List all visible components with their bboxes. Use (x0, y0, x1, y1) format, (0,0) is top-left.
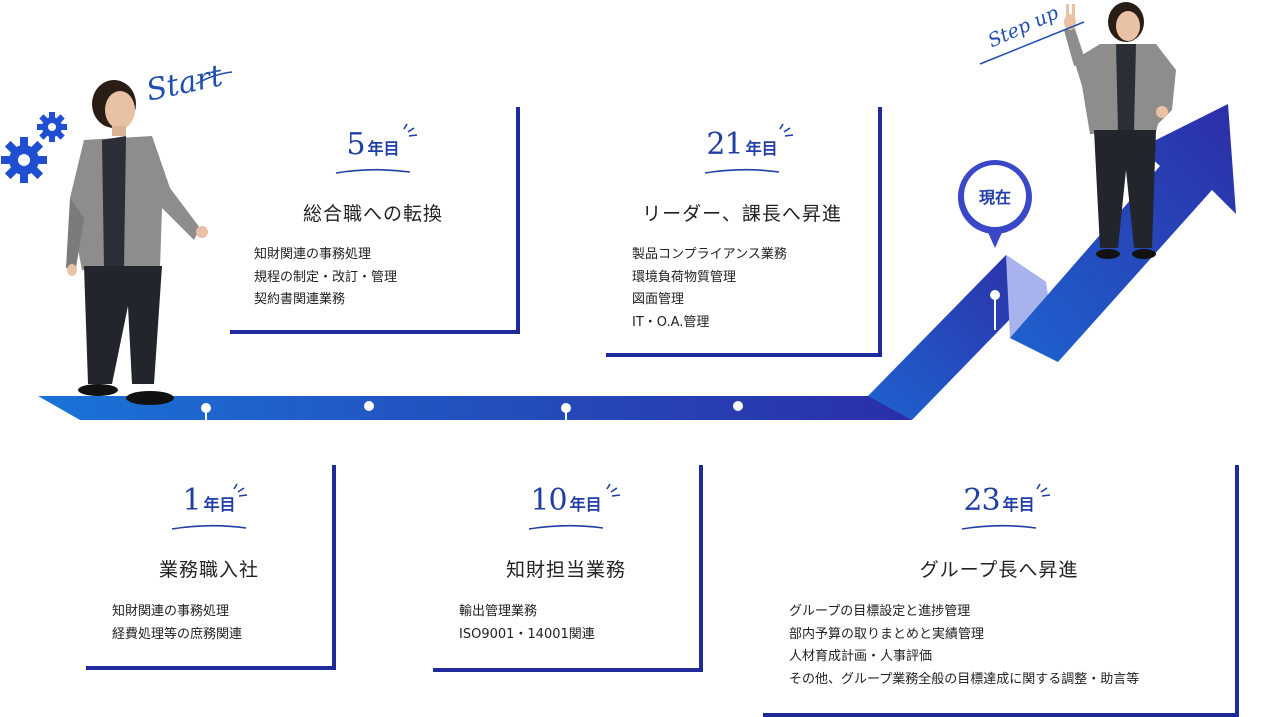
task-item: 経費処理等の庶務関連 (112, 626, 243, 642)
task-item: 知財関連の事務処理 (254, 247, 372, 262)
task-item: IT・O.A.管理 (632, 314, 710, 330)
milestone-title: 知財担当業務 (505, 559, 626, 581)
milestone-title: 業務職入社 (158, 559, 259, 581)
rising-ramp (868, 255, 1046, 420)
task-item: 輸出管理業務 (459, 604, 538, 619)
current-position-badge: 現在 (956, 158, 1034, 248)
task-item: その他、グループ業務全般の目標達成に関する調整・助言等 (789, 671, 1140, 687)
sparkle-icon (403, 123, 418, 137)
timeline-marker-21 (733, 401, 743, 411)
step-up-underline (979, 21, 1085, 65)
growth-arrow (1010, 104, 1236, 362)
milestone-tasks: 知財関連の事務処理 規程の制定・改訂・管理 契約書関連業務 (254, 244, 397, 312)
gears-icon (1, 112, 67, 183)
timeline-road (38, 396, 912, 420)
current-position-label: 現在 (978, 188, 1011, 207)
milestone-tasks: 輸出管理業務 ISO9001・14001関連 (459, 601, 595, 646)
task-item: 図面管理 (632, 292, 685, 307)
sparkle-icon (779, 123, 794, 137)
milestone-tasks: グループの目標設定と進捗管理 部内予算の取りまとめと実績管理 人材育成計画・人事… (789, 601, 1139, 691)
milestone-title: 総合職への転換 (302, 203, 443, 225)
task-item: 規程の制定・改訂・管理 (254, 269, 398, 285)
person-walking-illustration (66, 80, 208, 405)
milestone-tasks: 製品コンプライアンス業務 環境負荷物質管理 図面管理 IT・O.A.管理 (632, 244, 787, 334)
milestone-tasks: 知財関連の事務処理 経費処理等の庶務関連 (112, 601, 242, 646)
timeline-marker-5 (364, 401, 374, 411)
task-item: 知財関連の事務処理 (112, 604, 230, 619)
task-item: 環境負荷物質管理 (632, 269, 737, 285)
task-item: 部内予算の取りまとめと実績管理 (789, 626, 985, 642)
task-item: グループの目標設定と進捗管理 (789, 604, 971, 619)
task-item: 契約書関連業務 (254, 292, 346, 307)
task-item: ISO9001・14001関連 (459, 626, 595, 642)
sparkle-icon (606, 483, 621, 497)
person-peace-sign-illustration (1064, 2, 1176, 259)
milestone-title: リーダー、課長へ昇進 (642, 203, 842, 225)
start-underline (195, 71, 233, 85)
task-item: 人材育成計画・人事評価 (789, 649, 933, 664)
sparkle-icon (1036, 483, 1051, 497)
milestone-title: グループ長へ昇進 (919, 559, 1079, 581)
task-item: 製品コンプライアンス業務 (632, 247, 787, 262)
sparkle-icon (233, 483, 248, 497)
